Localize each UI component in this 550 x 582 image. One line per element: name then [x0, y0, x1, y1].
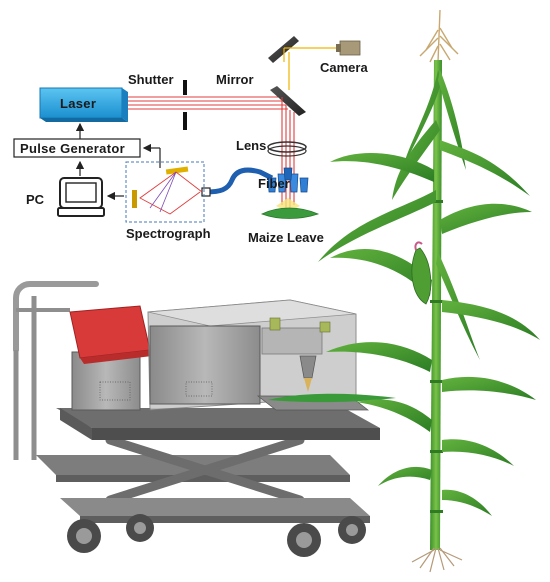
optics-head	[261, 317, 331, 392]
laser-unit: Laser	[39, 87, 128, 122]
fiber-bundle: Fiber	[201, 167, 309, 197]
maize-plant	[318, 9, 540, 573]
stalk-nodes	[430, 200, 443, 513]
fiber-label: Fiber	[258, 176, 290, 191]
wheel-rear-right	[338, 516, 366, 544]
laser-box-side	[122, 88, 128, 122]
lens-upper	[267, 141, 307, 153]
mobile-cart	[13, 281, 396, 557]
lens-label: Lens	[236, 138, 266, 153]
shutter-label: Shutter	[128, 72, 174, 87]
cart-wheels	[67, 514, 366, 557]
keyboard-icon	[57, 207, 105, 217]
mirror-label: Mirror	[216, 72, 254, 87]
camera-label: Camera	[320, 60, 368, 75]
pulse-generator-label: Pulse Generator	[20, 141, 125, 156]
plant-leaves	[318, 70, 540, 516]
maize-ear	[411, 241, 432, 305]
maize-leaf-sample: Maize Leave	[248, 198, 324, 245]
vent-grille	[99, 381, 131, 401]
laser-module	[149, 325, 261, 405]
base-frame-edge	[80, 516, 370, 523]
laser-beams	[128, 96, 288, 110]
spectro-rays	[139, 171, 203, 215]
pulse-generator: Pulse Generator	[13, 122, 161, 168]
laser-box-bottom	[40, 118, 128, 122]
spectrograph: Spectrograph	[125, 161, 211, 241]
shutter: Shutter	[128, 72, 187, 130]
laser-label: Laser	[60, 96, 96, 111]
spectro-rays-violet	[149, 171, 177, 213]
laptop-screen	[69, 305, 151, 359]
lens: Lens	[236, 138, 307, 157]
leaf-sample	[260, 207, 320, 219]
base-frame	[60, 498, 370, 516]
mirror-lower-shape	[270, 86, 306, 116]
detector-icon	[132, 190, 137, 208]
spectrograph-label: Spectrograph	[126, 226, 211, 241]
spectrograph-box	[125, 161, 205, 223]
stage-leaf	[268, 393, 396, 403]
wheel-rear-left	[126, 514, 154, 542]
tassel	[419, 9, 459, 63]
top-platform	[56, 408, 380, 428]
fiber-connector	[201, 187, 211, 197]
cart-handle	[13, 281, 99, 353]
fiber-cable	[205, 167, 274, 195]
top-platform-edge	[92, 428, 380, 440]
lens-lower	[267, 145, 307, 157]
shutter-blade-bottom	[183, 112, 187, 130]
grating-icon	[165, 166, 189, 175]
pulse-generator-box	[13, 138, 141, 158]
scissor-lift	[105, 435, 305, 505]
wheel-front-right	[287, 523, 321, 557]
module-vent	[185, 381, 213, 397]
monitor-screen	[65, 182, 97, 203]
shutter-blade-top	[183, 80, 187, 95]
laptop-base	[80, 350, 152, 364]
stalk	[430, 60, 442, 550]
fiber-probes	[267, 167, 309, 193]
camera-body	[339, 40, 361, 56]
roots	[411, 547, 463, 573]
lower-shelf-edge	[56, 475, 350, 482]
maize-leave-label: Maize Leave	[248, 230, 324, 245]
enclosure-top	[147, 299, 357, 327]
laser-box	[39, 87, 123, 119]
cart-uprights	[13, 296, 37, 460]
pc: PC	[26, 160, 124, 217]
wheel-front-left	[67, 519, 101, 553]
pc-label: PC	[26, 192, 45, 207]
camera-beam	[283, 47, 340, 90]
camera: Camera	[320, 40, 368, 75]
optical-schematic: Laser Shutter Mirror	[13, 36, 368, 245]
top-platform-side	[60, 408, 92, 440]
camera-lens-icon	[336, 44, 341, 52]
mirror-lower	[270, 86, 306, 116]
